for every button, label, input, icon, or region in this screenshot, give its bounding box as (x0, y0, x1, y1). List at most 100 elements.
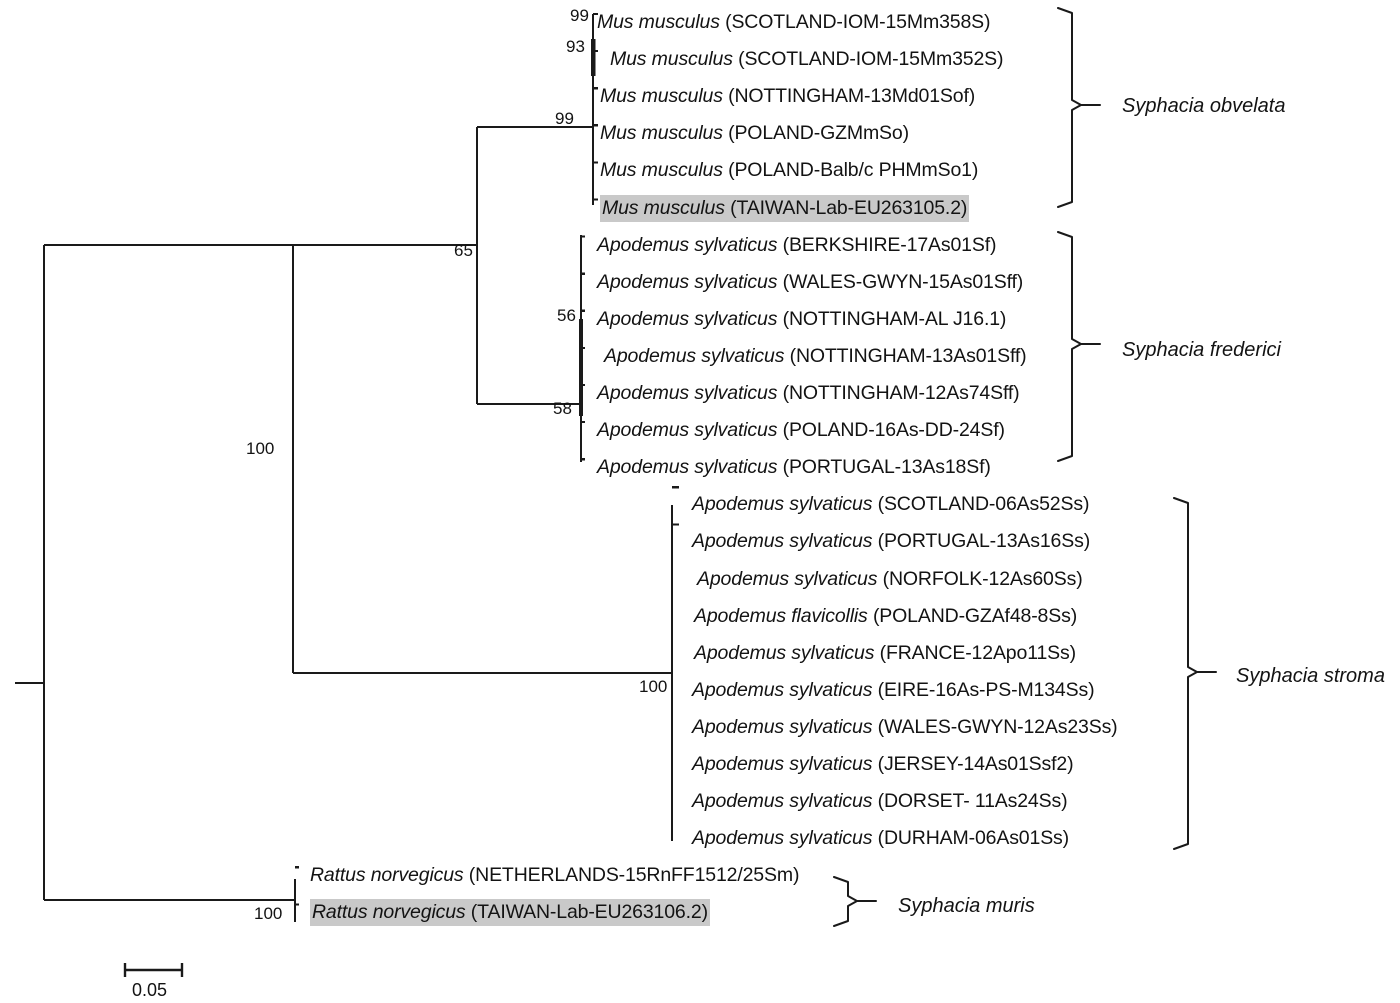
taxon-text: Mus musculus (POLAND-Balb/c PHMmSo1) (600, 159, 978, 181)
taxon-species-name: Mus musculus (602, 196, 725, 219)
clade-bracket (1057, 231, 1082, 462)
taxon-isolate-code: (WALES-GWYN-15As01Sff) (777, 270, 1024, 293)
taxon-isolate-code: (PORTUGAL-13As18Sf) (777, 456, 991, 479)
clade-bracket (1173, 497, 1198, 850)
taxon-isolate-code: (POLAND-GZMmSo) (722, 122, 909, 145)
scale-bar-label: 0.05 (132, 980, 168, 1000)
taxon-species-name: Apodemus sylvaticus (597, 270, 778, 293)
taxon-species-name: Apodemus sylvaticus (692, 678, 873, 701)
taxon-isolate-code: (NOTTINGHAM-12As74Sff) (777, 382, 1020, 404)
taxon-label: Apodemus sylvaticus (JERSEY-14As01Ssf2) (692, 753, 1074, 775)
taxon-isolate-code: (JERSEY-14As01Ssf2) (872, 753, 1074, 775)
taxon-isolate-code: (NORFOLK-12As60Ss) (877, 567, 1083, 590)
taxon-text: Apodemus sylvaticus (DURHAM-06As01Ss) (692, 827, 1069, 849)
clade-label: Syphacia muris (898, 895, 1035, 917)
taxon-text: Apodemus sylvaticus (JERSEY-14As01Ssf2) (692, 753, 1074, 775)
taxon-species-name: Rattus norvegicus (310, 864, 464, 887)
taxon-label: Apodemus sylvaticus (DORSET- 11As24Ss) (692, 790, 1068, 813)
taxon-isolate-code: (SCOTLAND-06As52Ss) (872, 493, 1090, 516)
taxon-isolate-code: (EIRE-16As-PS-M134Ss) (872, 678, 1095, 701)
clade-bracket (1057, 7, 1082, 208)
taxon-label: Apodemus flavicollis (POLAND-GZAf48-8Ss) (694, 605, 1077, 627)
taxon-species-name: Mus musculus (600, 85, 723, 108)
taxon-label: Apodemus sylvaticus (NOTTINGHAM-AL J16.1… (597, 308, 1006, 330)
taxon-species-name: Apodemus sylvaticus (697, 567, 878, 590)
taxon-text: Apodemus sylvaticus (NORFOLK-12As60Ss) (697, 568, 1083, 590)
taxon-species-name: Mus musculus (600, 159, 723, 182)
taxon-text: Apodemus sylvaticus (NOTTINGHAM-13As01Sf… (604, 344, 1027, 367)
taxon-label: Apodemus sylvaticus (NOTTINGHAM-12As74Sf… (597, 382, 1020, 404)
taxon-species-name: Apodemus sylvaticus (692, 753, 873, 775)
taxon-label: Apodemus sylvaticus (EIRE-16As-PS-M134Ss… (692, 678, 1095, 701)
bootstrap-value: 100 (639, 677, 668, 696)
taxon-text: Apodemus sylvaticus (SCOTLAND-06As52Ss) (692, 493, 1089, 515)
clade-bracket (833, 876, 858, 927)
taxon-species-name: Apodemus sylvaticus (692, 827, 873, 850)
taxon-isolate-code: (POLAND-16As-DD-24Sf) (777, 419, 1005, 442)
taxon-label: Apodemus sylvaticus (PORTUGAL-13As18Sf) (597, 456, 991, 478)
taxon-isolate-code: (BERKSHIRE-17As01Sf) (777, 233, 997, 256)
taxon-text: Rattus norvegicus (TAIWAN-Lab-EU263106.2… (310, 899, 710, 927)
taxon-species-name: Apodemus flavicollis (694, 604, 868, 627)
bootstrap-value: 100 (254, 904, 283, 923)
taxon-text: Apodemus sylvaticus (PORTUGAL-13As16Ss) (692, 530, 1090, 552)
taxon-species-name: Apodemus sylvaticus (597, 233, 778, 256)
clade-label: Syphacia stroma (1236, 665, 1385, 687)
taxon-label: Apodemus sylvaticus (NOTTINGHAM-13As01Sf… (604, 344, 1027, 367)
taxon-species-name: Apodemus sylvaticus (597, 382, 778, 404)
taxon-label: Apodemus sylvaticus (BERKSHIRE-17As01Sf) (597, 233, 997, 256)
taxon-isolate-code: (SCOTLAND-IOM-15Mm358S) (719, 11, 991, 33)
taxon-label: Mus musculus (SCOTLAND-IOM-15Mm358S) (597, 11, 991, 33)
taxon-text: Apodemus sylvaticus (PORTUGAL-13As18Sf) (597, 456, 991, 478)
taxon-isolate-code: (POLAND-Balb/c PHMmSo1) (722, 159, 979, 182)
taxon-text: Apodemus flavicollis (POLAND-GZAf48-8Ss) (694, 605, 1077, 627)
taxon-label: Mus musculus (POLAND-GZMmSo) (600, 124, 909, 144)
taxon-text: Apodemus sylvaticus (WALES-GWYN-15As01Sf… (597, 271, 1023, 293)
taxon-isolate-code: (SCOTLAND-IOM-15Mm352S) (732, 48, 1004, 71)
taxon-label: Apodemus sylvaticus (FRANCE-12Apo11Ss) (694, 642, 1076, 664)
taxon-label: Mus musculus (SCOTLAND-IOM-15Mm352S) (610, 48, 1004, 71)
bootstrap-value: 58 (553, 399, 572, 418)
taxon-label: Apodemus sylvaticus (WALES-GWYN-15As01Sf… (597, 271, 1023, 293)
taxon-label: Apodemus sylvaticus (DURHAM-06As01Ss) (692, 827, 1069, 849)
taxon-isolate-code: (PORTUGAL-13As16Ss) (872, 530, 1091, 553)
bootstrap-value: 100 (246, 439, 275, 458)
taxon-text: Mus musculus (SCOTLAND-IOM-15Mm352S) (610, 48, 1004, 71)
taxon-text: Mus musculus (TAIWAN-Lab-EU263105.2) (600, 194, 970, 222)
taxon-label: Apodemus sylvaticus (PORTUGAL-13As16Ss) (692, 532, 1090, 552)
taxon-text: Mus musculus (SCOTLAND-IOM-15Mm358S) (597, 11, 991, 33)
taxon-label: Rattus norvegicus (NETHERLANDS-15RnFF151… (310, 866, 799, 886)
clade-label: Syphacia frederici (1122, 339, 1281, 361)
bootstrap-value: 99 (555, 109, 574, 128)
taxon-species-name: Mus musculus (600, 122, 723, 145)
taxon-isolate-code: (DORSET- 11As24Ss) (872, 790, 1068, 813)
taxon-species-name: Apodemus sylvaticus (597, 307, 778, 330)
taxon-label: Apodemus sylvaticus (WALES-GWYN-12As23Ss… (692, 715, 1118, 738)
taxon-isolate-code: (NETHERLANDS-15RnFF1512/25Sm) (463, 864, 800, 887)
taxon-species-name: Apodemus sylvaticus (692, 715, 873, 738)
taxon-isolate-code: (NOTTINGHAM-13As01Sff) (784, 344, 1027, 367)
taxon-isolate-code: (NOTTINGHAM-AL J16.1) (777, 307, 1007, 330)
taxon-text: Apodemus sylvaticus (DORSET- 11As24Ss) (692, 790, 1068, 813)
taxon-isolate-code: (TAIWAN-Lab-EU263106.2) (465, 901, 708, 924)
taxon-text: Mus musculus (NOTTINGHAM-13Md01Sof) (600, 85, 975, 107)
taxon-species-name: Apodemus sylvaticus (692, 790, 873, 813)
taxon-isolate-code: (POLAND-GZAf48-8Ss) (867, 604, 1078, 627)
taxon-text: Rattus norvegicus (NETHERLANDS-15RnFF151… (310, 864, 799, 886)
taxon-species-name: Apodemus sylvaticus (692, 493, 873, 516)
bootstrap-value: 93 (566, 37, 585, 56)
bootstrap-value: 99 (570, 6, 589, 25)
taxon-isolate-code: (FRANCE-12Apo11Ss) (874, 641, 1076, 664)
taxon-text: Apodemus sylvaticus (EIRE-16As-PS-M134Ss… (692, 678, 1095, 701)
taxon-text: Mus musculus (POLAND-GZMmSo) (600, 122, 909, 144)
taxon-species-name: Apodemus sylvaticus (604, 344, 785, 367)
taxon-text: Apodemus sylvaticus (NOTTINGHAM-AL J16.1… (597, 308, 1006, 330)
taxon-label: Mus musculus (NOTTINGHAM-13Md01Sof) (600, 85, 975, 107)
taxon-isolate-code: (TAIWAN-Lab-EU263105.2) (724, 196, 968, 219)
taxon-species-name: Apodemus sylvaticus (694, 641, 875, 664)
taxon-label: Apodemus sylvaticus (NORFOLK-12As60Ss) (697, 568, 1083, 590)
taxon-label: Apodemus sylvaticus (POLAND-16As-DD-24Sf… (597, 419, 1005, 442)
taxon-species-name: Apodemus sylvaticus (597, 419, 778, 442)
taxon-text: Apodemus sylvaticus (FRANCE-12Apo11Ss) (694, 642, 1076, 664)
